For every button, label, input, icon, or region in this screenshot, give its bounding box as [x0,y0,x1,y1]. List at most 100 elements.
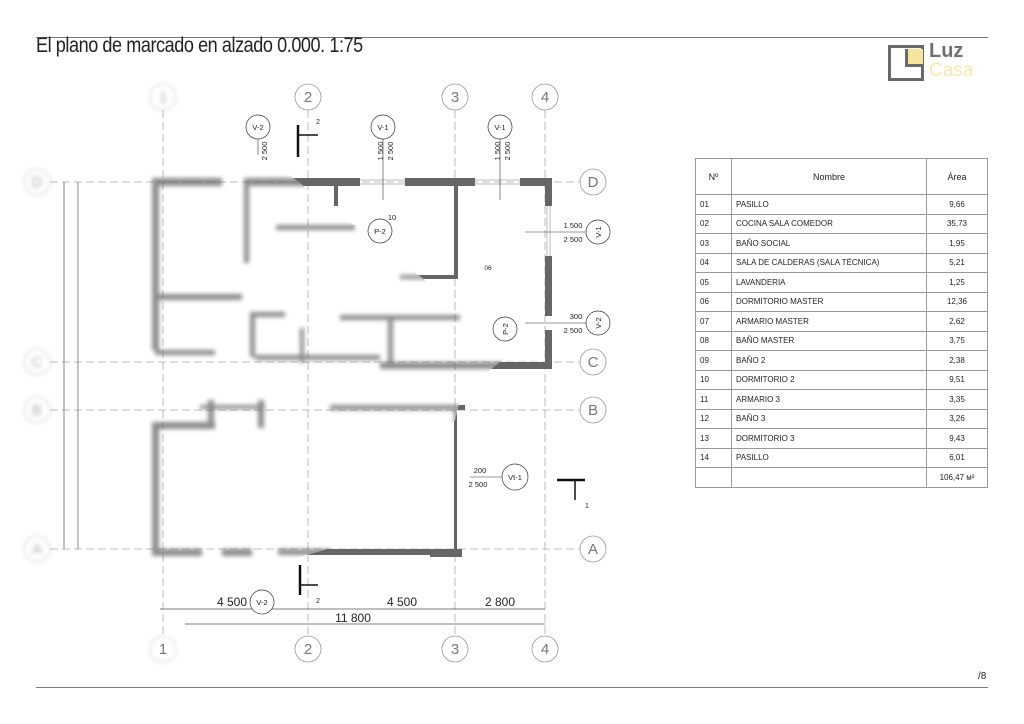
dim-v2-right-height: 2 500 [564,326,583,335]
room-number: 01 [695,194,732,215]
room-area: 9,66 [926,194,988,215]
room-number: 02 [695,213,732,234]
grid-label-1-top: 1 [159,89,167,106]
room-name: PASILLO [731,447,927,468]
room-number: 07 [695,311,732,332]
dim-vt1-width: 200 [474,466,487,475]
room-area: 1,25 [926,272,988,293]
room-area: 2,38 [926,350,988,371]
grid-label-b-left: B [32,402,42,419]
room-area: 1,95 [926,233,988,254]
room-area: 2,62 [926,311,988,332]
grid-label-a-right: A [588,541,598,558]
room-name: LAVANDERIA [731,272,927,293]
room-number: 14 [695,447,732,468]
room-number: 03 [695,233,732,254]
windows [360,179,551,256]
room-number: 04 [695,252,732,273]
room-name: BAÑO SOCIAL [731,233,927,254]
tag-v2-top: V-2 [252,123,263,132]
dim-v2-height: 2 500 [260,142,269,161]
header-name: Nombre [731,158,927,195]
room-area: 12,36 [926,291,988,312]
room-area: 3,75 [926,330,988,351]
logo-icon [888,45,924,81]
grid-lines [50,110,580,636]
dim-v1b-width: 1 500 [493,142,502,161]
tag-v2-right: V-2 [594,317,603,328]
grid-label-3-top: 3 [451,89,459,106]
room-area: 35,73 [926,213,988,234]
grid-label-2-bottom: 2 [304,641,312,658]
grid-label-d-right: D [588,174,599,191]
page-title: El plano de marcado en alzado 0.000. 1:7… [36,34,363,57]
tag-v1-right: V-1 [594,226,603,237]
dim-v1-right-width: 1 500 [564,221,583,230]
tag-v1-a: V-1 [377,123,388,132]
section-2-label-top: 2 [316,119,320,126]
room-name: DORMITORIO MASTER [731,291,927,312]
grid-label-4-top: 4 [541,89,549,106]
top-rule [36,37,988,38]
grid-label-2-top: 2 [304,89,312,106]
room-area: 3,26 [926,408,988,429]
room-name: SALA DE CALDERAS (SALA TÉCNICA) [731,252,927,273]
tag-leaders [257,139,586,478]
grid-label-a-left: A [32,541,42,558]
room-name: ARMARIO MASTER [731,311,927,332]
room-number: 10 [695,369,732,390]
room-number: 11 [695,389,732,410]
header-area: Área [926,158,988,195]
table-total-row: 106,47 м² [695,467,988,488]
room-name: DORMITORIO 2 [731,369,927,390]
grid-bubbles [23,83,607,663]
dim-v1a-height: 2 500 [386,142,395,161]
grid-label-1-bottom: 1 [159,641,167,658]
room-area: 9,51 [926,369,988,390]
floor-plan: 1 D C B A 2 3 4 D C B A 1 2 3 4 V-2 V-1 … [23,83,611,663]
section-2-label-bottom: 2 [316,598,320,605]
dim-span-2-3: 4 500 [387,595,417,609]
dim-v1-right-height: 2 500 [564,235,583,244]
room-name: ARMARIO 3 [731,389,927,410]
room-number: 12 [695,408,732,429]
room-name: PASILLO [731,194,927,215]
grid-label-c-right: C [588,354,599,371]
dim-span-1-2: 4 500 [217,595,247,609]
tag-v1-b: V-1 [494,123,505,132]
dim-total: 11 800 [335,611,371,625]
dim-v2-right-width: 300 [570,312,583,321]
room-area: 9,43 [926,428,988,449]
room-name: BAÑO 2 [731,350,927,371]
room-area: 5,21 [926,252,988,273]
section-1-label: 1 [585,503,589,510]
dim-vt1-height: 2 500 [469,480,488,489]
section-marks [296,125,585,595]
dim-span-3-4: 2 800 [485,595,515,609]
room-number-10: 10 [388,213,396,222]
logo-text-casa: Casa [929,60,974,81]
room-number: 08 [695,330,732,351]
room-number: 13 [695,428,732,449]
tag-circles [245,114,611,615]
room-number: 06 [695,291,732,312]
total-area: 106,47 м² [926,467,988,488]
room-name: BAÑO MASTER [731,330,927,351]
logo: Luz Casa [888,40,988,84]
dim-v1b-height: 2 500 [503,142,512,161]
bottom-rule [36,687,988,688]
tag-v2-bottom: V-2 [256,598,267,607]
logo-text-luz: Luz [929,40,964,62]
